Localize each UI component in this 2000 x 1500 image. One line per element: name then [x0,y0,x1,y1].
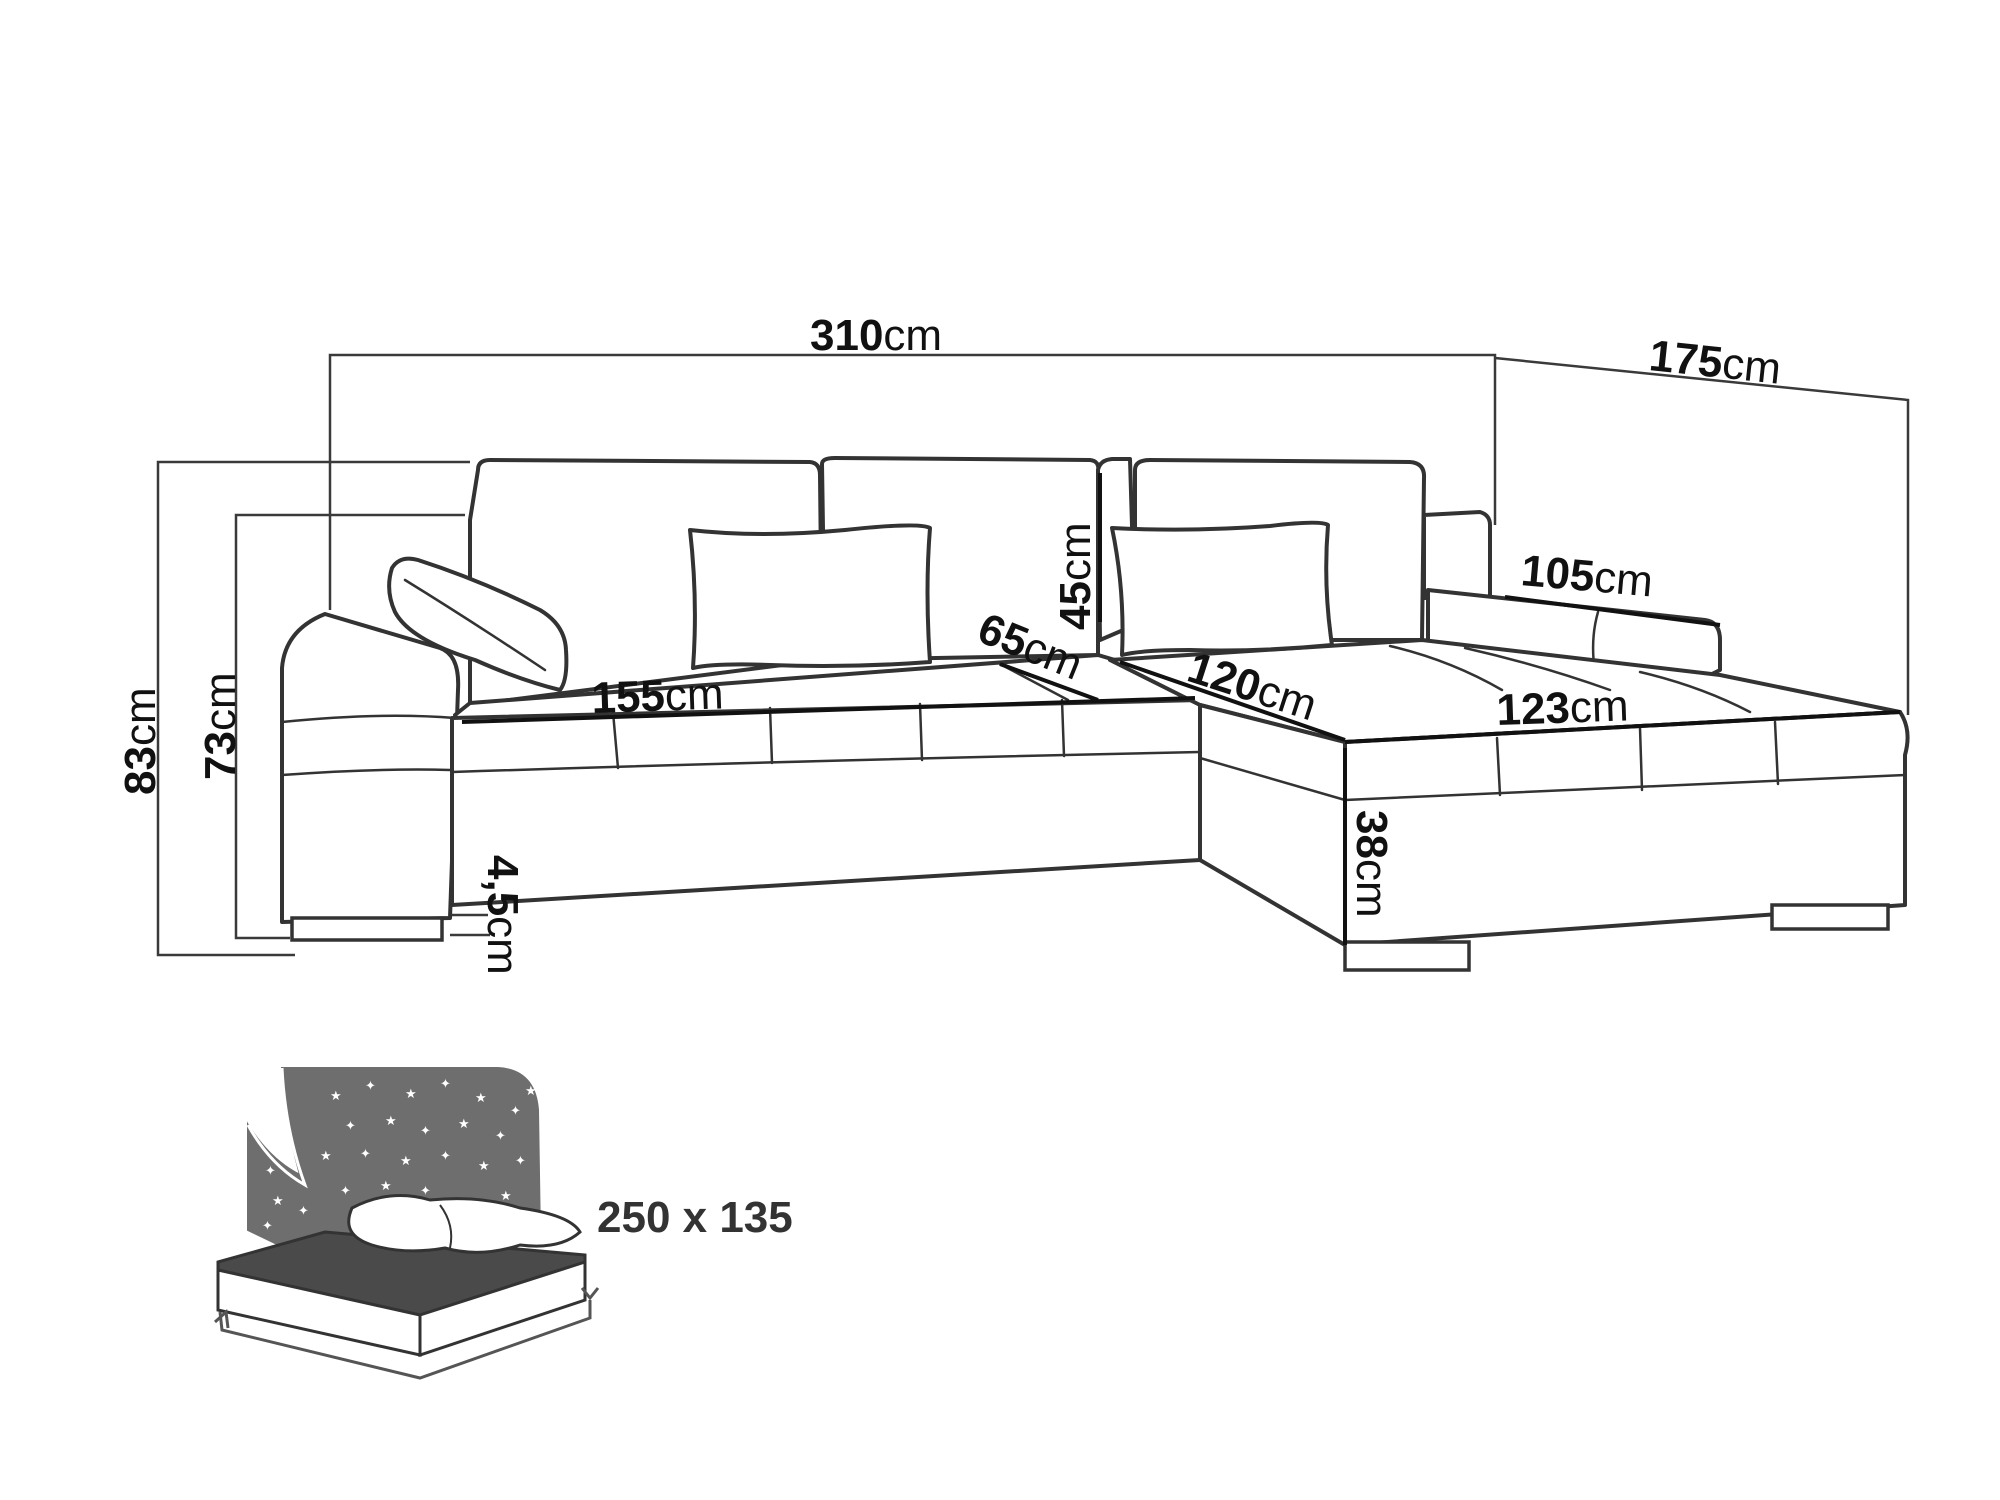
svg-text:✦: ✦ [345,1119,356,1134]
dimension-labels: 310cm 175cm 73cm 83cm 155cm 65cm 45cm 12… [116,311,1783,975]
chaise-deck-seam-1 [1388,644,1504,692]
left-armrest-band [280,714,457,724]
bed-width-arrowhead [213,1308,230,1329]
dim-label-155: 155cm [591,669,725,723]
bed-pillow-crease [439,1204,453,1249]
overall-width-guide [328,353,1497,610]
seat-front [450,698,1202,907]
svg-text:★: ★ [500,1189,512,1204]
left-armrest-band-2 [280,768,452,777]
svg-text:★: ★ [320,1149,332,1164]
bed-pillow [347,1194,582,1254]
leg-front-chaise [1343,940,1471,972]
stars: ★✦ ★✦ ★✦ ✦★ ✦★ ✦★ ✦★ ✦★ ✦✦ ★✦ ★✦ ★✦ ✦★ [262,1077,537,1234]
chaise-side-band [1198,756,1347,802]
svg-text:★: ★ [405,1087,417,1102]
chaise-width-line [1504,595,1721,627]
svg-text:★: ★ [400,1154,412,1169]
dim-label-83: 83cm [116,687,165,795]
chaise-seat-line [1119,660,1346,742]
dim-label-73: 73cm [196,672,245,780]
chaise-front-band [1343,773,1907,802]
chaise-side [1198,703,1347,947]
leg-front-left [290,916,444,942]
chaise-deck-seam-3 [1638,670,1752,714]
svg-text:★: ★ [380,1179,392,1194]
chaise-seam-2 [1638,726,1644,792]
armrest-height-guide [234,513,465,940]
chaise-armrest [1422,510,1492,600]
svg-text:★: ★ [330,1089,342,1104]
svg-text:✦: ✦ [420,1124,431,1139]
dim-label-38: 38cm [1347,810,1396,918]
seat-front-band [450,750,1202,774]
seat-seam-3 [918,702,924,762]
svg-text:✦: ✦ [298,1204,309,1219]
left-armrest [280,612,461,924]
dim-label-123: 123cm [1496,681,1630,735]
svg-text:✦: ✦ [265,1164,276,1179]
sleeping-area-label: 250 x 135 [597,1193,793,1242]
bed-depth-arrowhead [580,1287,600,1301]
sofa-drawing [280,456,1910,972]
chaise-length-guide [1494,356,1910,715]
dim-label-105: 105cm [1519,546,1655,606]
svg-text:✦: ✦ [440,1149,451,1164]
svg-text:✦: ✦ [360,1147,371,1162]
svg-text:✦: ✦ [440,1077,451,1092]
seat-seam-2 [768,706,774,765]
throw-pillow-center [688,523,932,670]
moon-curve [246,1067,308,1189]
dim-label-310: 310cm [810,311,942,360]
seat-width-line [461,696,1196,724]
throw-pillow-left-crease [403,578,547,672]
dim-label-45: 45cm [1051,522,1100,630]
seat-seam-1 [611,710,620,770]
mattress-side [418,1259,587,1358]
svg-text:★: ★ [272,1194,284,1209]
svg-text:★: ★ [478,1159,490,1174]
chaise-deck-seam-2 [1463,646,1612,692]
total-height-guide [156,460,470,957]
chaise-front [1343,710,1910,947]
dimension-guides [156,353,1910,957]
svg-text:✦: ✦ [365,1079,376,1094]
svg-text:✦: ✦ [340,1184,351,1199]
svg-text:✦: ✦ [420,1184,431,1199]
seat-depth-line [999,662,1099,702]
chaise-seam-1 [1495,736,1502,797]
svg-text:✦: ✦ [515,1154,526,1169]
seat-seam-4 [1060,698,1066,758]
svg-text:★: ★ [525,1084,537,1099]
svg-text:★: ★ [385,1114,397,1129]
throw-pillow-right [1110,520,1334,657]
dim-label-4-5: 4,5cm [478,855,527,975]
chaise-front-line [1344,710,1901,744]
bed-with-starry-night-icon: ★✦ ★✦ ★✦ ✦★ ✦★ ✦★ ✦★ ✦★ ✦✦ ★✦ ★✦ ★✦ ✦★ [213,1067,600,1380]
throw-pillow-left [387,556,569,692]
chaise-seam-3 [1773,720,1780,786]
svg-text:✦: ✦ [495,1129,506,1144]
svg-text:★: ★ [475,1091,487,1106]
svg-text:✦: ✦ [510,1104,521,1119]
bed-width-arrow [218,1300,592,1380]
dim-label-175: 175cm [1647,331,1783,394]
svg-text:★: ★ [458,1117,470,1132]
leg-back-chaise [1770,903,1890,931]
svg-text:✦: ✦ [262,1219,273,1234]
